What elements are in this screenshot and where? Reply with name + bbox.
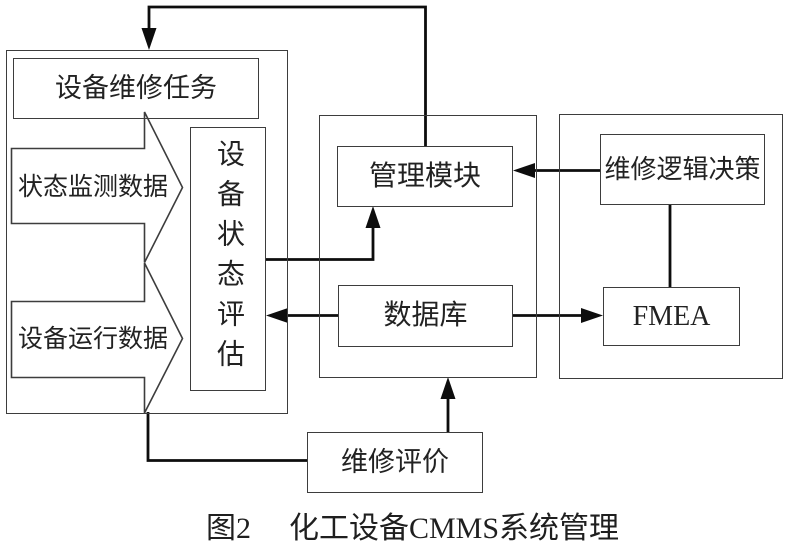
node-equipment-maintenance-task: 设备维修任务 [13, 58, 259, 119]
block-arrow-operation-data [10, 262, 184, 414]
node-fmea: FMEA [603, 287, 740, 346]
figure-caption-title: 化工设备CMMS系统管理 [288, 512, 620, 545]
middle-group-frame [319, 115, 537, 378]
edge-leftgroup-to-evaluation-line [146, 412, 307, 462]
edge-decision-to-management-arrowhead [513, 163, 535, 178]
node-maintenance-evaluation-label: 维修评价 [341, 447, 449, 477]
node-equipment-status-evaluation-label: 设备状态评估 [213, 139, 244, 379]
edge-database-to-fmea-arrowhead [581, 308, 603, 323]
node-fmea-label: FMEA [632, 300, 711, 332]
right-group-frame [559, 114, 783, 379]
edge-management-to-task-arrowhead [141, 28, 157, 50]
node-management-module: 管理模块 [337, 146, 513, 207]
node-maintenance-logic-decision: 维修逻辑决策 [600, 134, 765, 205]
node-condition-monitoring-data: 状态监测数据 [10, 171, 176, 203]
node-database-label: 数据库 [383, 300, 468, 331]
edge-management-to-task-line [147, 5, 427, 146]
node-equipment-status-evaluation: 设备状态评估 [190, 127, 266, 391]
block-arrow-condition-monitoring [10, 111, 184, 263]
node-equipment-maintenance-task-label: 设备维修任务 [55, 73, 217, 103]
node-database: 数据库 [338, 285, 513, 347]
figure-caption: 图2 化工设备CMMS系统管理 [38, 503, 787, 547]
node-maintenance-logic-decision-label: 维修逻辑决策 [604, 154, 761, 184]
left-group-frame [6, 50, 288, 414]
node-maintenance-evaluation: 维修评价 [307, 432, 483, 493]
node-equipment-operation-data: 设备运行数据 [10, 323, 176, 355]
node-management-module-label: 管理模块 [368, 160, 481, 192]
node-equipment-operation-data-label: 设备运行数据 [17, 325, 168, 353]
node-condition-monitoring-data-label: 状态监测数据 [17, 173, 168, 201]
edge-database-to-evaluation-arrowhead [266, 308, 288, 323]
edge-evaluation-to-database-arrowhead [440, 377, 456, 399]
edge-evaluation-to-management-line [266, 216, 375, 261]
edge-evaluation-to-management-arrowhead [365, 206, 381, 228]
figure-caption-number: 图2 [205, 512, 251, 545]
